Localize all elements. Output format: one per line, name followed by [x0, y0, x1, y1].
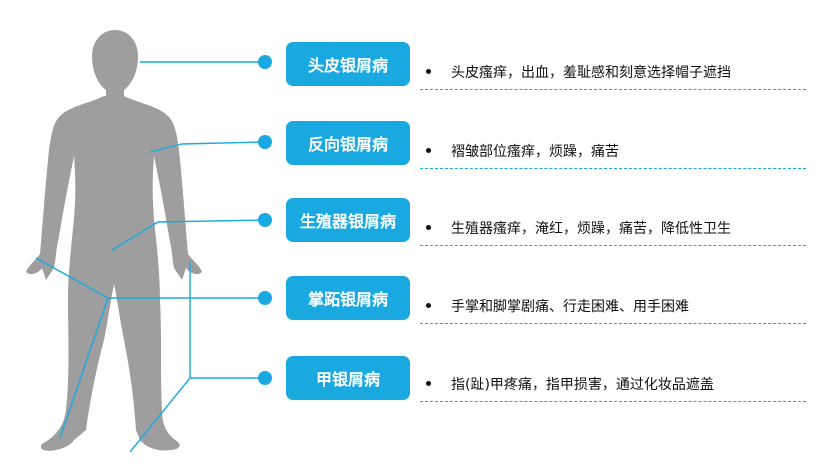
- bullet-icon: [426, 381, 431, 386]
- bullet-icon: [426, 303, 431, 308]
- connector-lines: [35, 61, 265, 453]
- desc-text: 头皮瘙痒，出血，羞耻感和刻意选择帽子遮挡: [451, 64, 731, 81]
- bullet-icon: [426, 225, 431, 230]
- connector-nail: [129, 262, 264, 453]
- label-nail-psoriasis: 甲银屑病: [286, 356, 410, 400]
- desc-scalp-psoriasis: 头皮瘙痒，出血，羞耻感和刻意选择帽子遮挡: [420, 54, 806, 90]
- label-scalp-psoriasis: 头皮银屑病: [286, 42, 410, 86]
- desc-text: 生殖器瘙痒，淹红，烦躁，痛苦，降低性卫生: [451, 220, 731, 237]
- torso-and-limbs: [26, 96, 202, 451]
- desc-text: 褶皱部位瘙痒，烦躁，痛苦: [451, 143, 619, 160]
- connector-dot: [258, 55, 272, 69]
- connector-inverse: [149, 141, 265, 153]
- label-genital-psoriasis: 生殖器银屑病: [286, 198, 410, 242]
- desc-inverse-psoriasis: 褶皱部位瘙痒，烦躁，痛苦: [420, 133, 806, 169]
- bullet-icon: [426, 69, 431, 74]
- head: [92, 30, 138, 100]
- label-inverse-psoriasis: 反向银屑病: [286, 121, 410, 165]
- connector-dot: [258, 213, 272, 227]
- desc-text: 指(趾)甲疼痛，指甲损害，通过化妆品遮盖: [451, 376, 714, 393]
- bullet-icon: [426, 148, 431, 153]
- connector-dot: [258, 291, 272, 305]
- desc-genital-psoriasis: 生殖器瘙痒，淹红，烦躁，痛苦，降低性卫生: [420, 210, 806, 246]
- connector-dot: [258, 371, 272, 385]
- label-palmoplantar-psoriasis: 掌跖银屑病: [286, 276, 410, 320]
- connector-genital: [111, 219, 265, 251]
- desc-palmoplantar-psoriasis: 手掌和脚掌剧痛、行走困难、用手困难: [420, 288, 806, 324]
- desc-nail-psoriasis: 指(趾)甲疼痛，指甲损害，通过化妆品遮盖: [420, 366, 806, 402]
- connector-palmoplantar: [35, 257, 264, 439]
- human-silhouette: [26, 30, 202, 451]
- desc-text: 手掌和脚掌剧痛、行走困难、用手困难: [451, 298, 689, 315]
- connector-dot: [258, 135, 272, 149]
